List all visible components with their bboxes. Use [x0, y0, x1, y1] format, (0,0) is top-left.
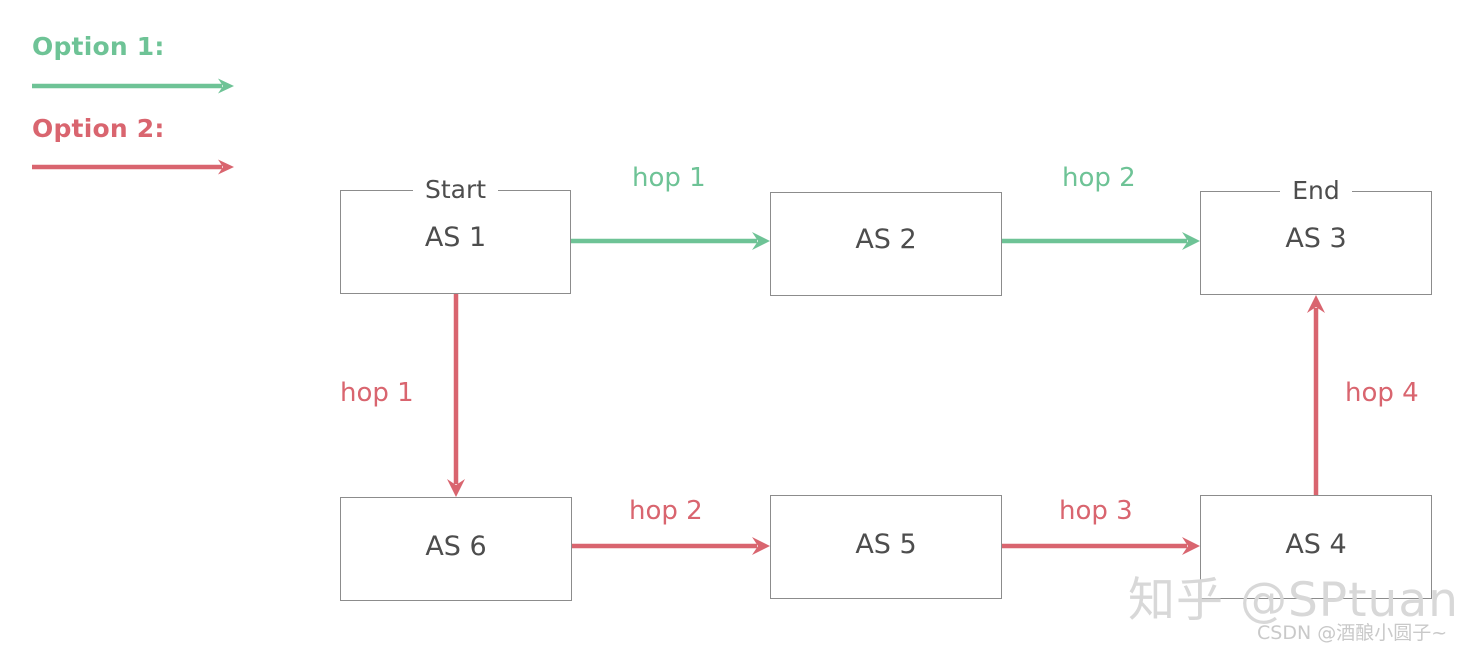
- edge-as4-as3-line: [1307, 295, 1325, 495]
- node-as4-label: AS 4: [1285, 529, 1347, 560]
- edge-label-hop-2-red: hop 2: [629, 496, 703, 526]
- legend-label-option-1: Option 1:: [32, 32, 165, 61]
- node-as5-label: AS 5: [855, 529, 917, 560]
- edge-label-hop-2-green: hop 2: [1062, 163, 1136, 193]
- watermark-csdn: CSDN @酒酿小圆子~: [1257, 622, 1448, 644]
- edge-as1-as2-line: [571, 232, 770, 250]
- watermark-zhihu: 知乎 @SPtuan: [1128, 573, 1459, 628]
- edge-as5-as4-line: [1002, 537, 1200, 555]
- node-as2[interactable]: AS 2: [770, 192, 1002, 296]
- node-as6[interactable]: AS 6: [340, 497, 572, 601]
- node-as6-label: AS 6: [425, 531, 487, 562]
- edge-as1-as6-line: [447, 294, 465, 497]
- edge-label-hop-4-red: hop 4: [1345, 378, 1419, 408]
- node-as2-label: AS 2: [855, 224, 917, 255]
- edge-label-hop-1-red: hop 1: [340, 378, 414, 408]
- node-as4[interactable]: AS 4: [1200, 495, 1432, 599]
- node-as1[interactable]: Start AS 1: [340, 174, 571, 294]
- node-as1-label: AS 1: [424, 222, 487, 253]
- node-as3[interactable]: End AS 3: [1200, 175, 1432, 295]
- node-as1-caption-text: Start: [412, 174, 499, 206]
- edge-label-hop-3-red: hop 3: [1059, 496, 1133, 526]
- node-as3-label: AS 3: [1285, 223, 1347, 254]
- legend-arrow-option-2: [32, 159, 234, 175]
- edge-as2-as3-line: [1002, 232, 1200, 250]
- legend-arrow-option-1: [32, 78, 234, 94]
- node-as3-caption-text: End: [1280, 175, 1352, 207]
- node-as3-caption: End: [1201, 175, 1431, 207]
- edge-as6-as5-line: [572, 537, 770, 555]
- node-as1-caption: Start: [341, 174, 570, 206]
- legend-label-option-2: Option 2:: [32, 114, 165, 143]
- edge-label-hop-1-green: hop 1: [632, 163, 706, 193]
- node-as5[interactable]: AS 5: [770, 495, 1002, 599]
